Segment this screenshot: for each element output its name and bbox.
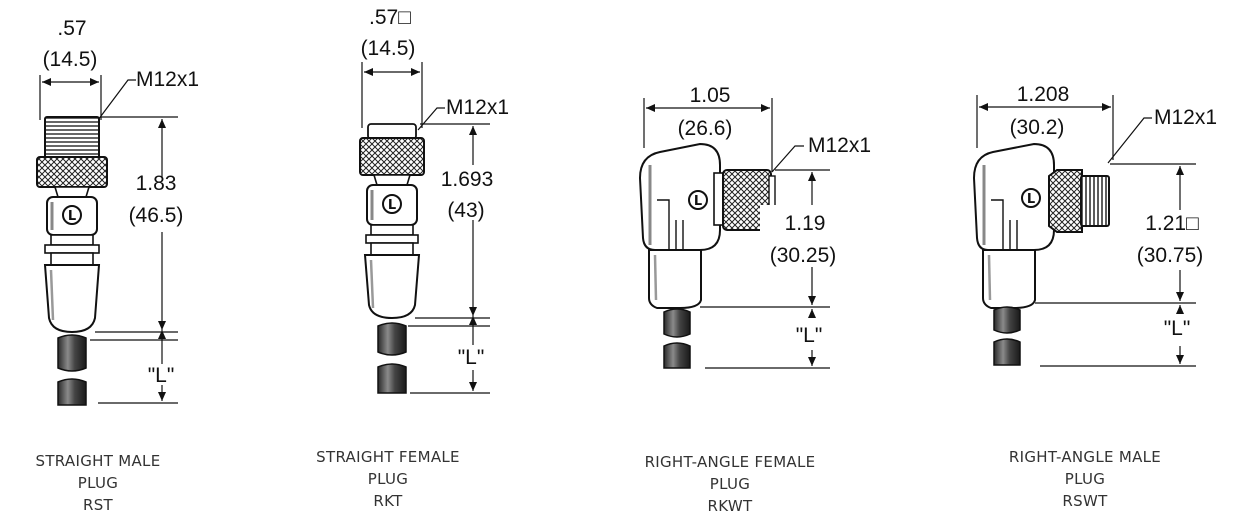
connector-body: L xyxy=(359,123,425,320)
caption-line-3: RSWT xyxy=(1062,492,1108,510)
caption-line-2: PLUG xyxy=(1065,470,1105,488)
length-mm-label: (43) xyxy=(447,199,484,222)
length-inches-label: 1.19 xyxy=(785,212,826,235)
cable-stub xyxy=(663,308,691,369)
caption-line-3: RKWT xyxy=(708,497,753,515)
length-inches-label: 1.21□ xyxy=(1145,212,1199,235)
length-mm-label: (30.75) xyxy=(1137,244,1204,267)
cable-stub xyxy=(377,322,407,394)
logo-glyph: L xyxy=(1027,192,1035,207)
width-inches-label: .57□ xyxy=(369,6,411,29)
logo-glyph: L xyxy=(694,194,702,209)
caption-line-2: PLUG xyxy=(78,474,118,492)
length-inches-label: 1.693 xyxy=(441,168,494,191)
width-mm-label: (14.5) xyxy=(361,37,416,60)
leviton-logo-icon xyxy=(1021,188,1041,208)
cable-stub xyxy=(57,334,87,406)
thread-label: M12x1 xyxy=(136,68,199,91)
cable-length-label: "L" xyxy=(1164,317,1191,340)
width-inches-label: 1.05 xyxy=(690,84,731,107)
length-inches-label: 1.83 xyxy=(136,172,177,195)
caption-line-1: RIGHT-ANGLE MALE xyxy=(1009,448,1161,466)
cable-stub xyxy=(993,306,1021,366)
width-mm-label: (30.2) xyxy=(1010,116,1065,139)
leviton-logo-icon xyxy=(62,205,82,225)
width-mm-label: (14.5) xyxy=(43,48,98,71)
caption-line-1: RIGHT-ANGLE FEMALE xyxy=(645,453,816,471)
thread-label: M12x1 xyxy=(1154,106,1217,129)
connector-straight-female: .57□ (14.5) M12x1 L 1 xyxy=(316,6,510,510)
connector-body: L xyxy=(638,142,776,309)
connector-straight-male: .57 (14.5) M12x1 L xyxy=(36,17,200,514)
thread-label: M12x1 xyxy=(446,96,509,119)
logo-glyph: L xyxy=(68,209,76,224)
length-mm-label: (30.25) xyxy=(770,244,837,267)
thread-label: M12x1 xyxy=(808,134,871,157)
leviton-logo-icon xyxy=(688,190,708,210)
width-mm-label: (26.6) xyxy=(678,117,733,140)
cable-length-label: "L" xyxy=(148,364,175,387)
caption-line-1: STRAIGHT FEMALE xyxy=(316,448,460,466)
caption-line-2: PLUG xyxy=(368,470,408,488)
caption-line-3: RST xyxy=(83,496,114,514)
connector-right-angle-male: 1.208 (30.2) M12x1 L 1.21□ (30.75) "L" xyxy=(972,83,1220,510)
length-mm-label: (46.5) xyxy=(129,204,184,227)
cable-length-label: "L" xyxy=(796,324,823,347)
width-inches-label: .57 xyxy=(57,17,86,40)
caption-line-3: RKT xyxy=(373,492,403,510)
leviton-logo-icon xyxy=(382,194,402,214)
cable-length-label: "L" xyxy=(458,346,485,369)
logo-glyph: L xyxy=(388,198,396,213)
caption-line-2: PLUG xyxy=(710,475,750,493)
width-inches-label: 1.208 xyxy=(1017,83,1070,106)
caption-line-1: STRAIGHT MALE xyxy=(36,452,161,470)
connector-right-angle-female: 1.05 (26.6) M12x1 L 1.19 (30.25) xyxy=(638,84,871,515)
connector-body: L xyxy=(972,142,1110,309)
connector-body: L xyxy=(36,116,108,334)
